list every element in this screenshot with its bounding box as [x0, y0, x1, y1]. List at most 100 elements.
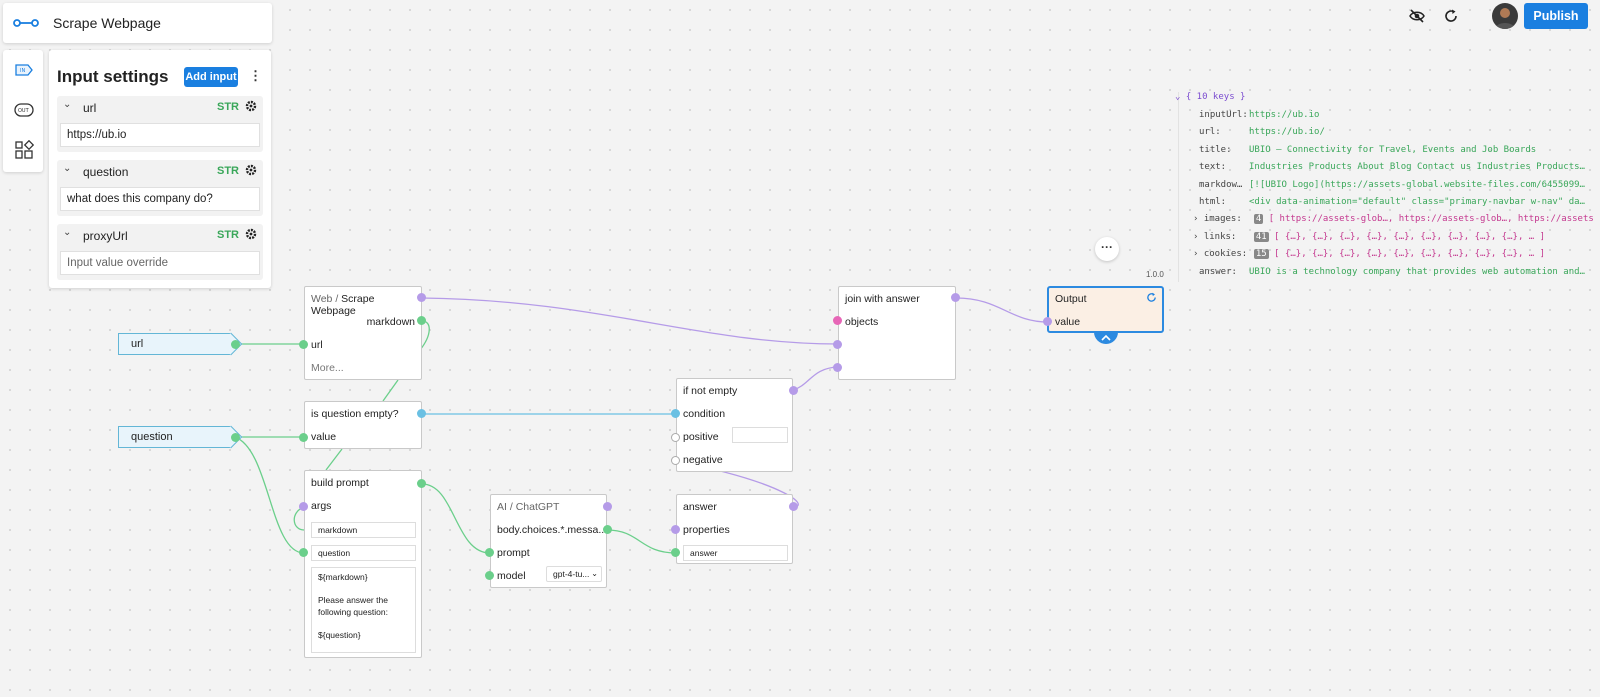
prompt-port[interactable] — [485, 548, 494, 557]
chevron-right-icon: › — [1193, 214, 1204, 224]
arg-markdown-field[interactable]: markdown — [311, 522, 416, 538]
if-output-port[interactable] — [789, 386, 798, 395]
input-tab-icon[interactable]: IN — [14, 60, 34, 80]
json-row-expandable[interactable]: › images:4 [ https://assets-glob…, https… — [1193, 214, 1594, 224]
svg-text:OUT: OUT — [18, 108, 30, 114]
refresh-icon[interactable] — [1443, 8, 1459, 24]
param-node-question[interactable]: question — [118, 425, 243, 449]
input-value-field[interactable]: what does this company do? — [60, 187, 260, 211]
input-row-url: ⌄ url STR https://ub.io — [57, 96, 263, 152]
condition-port[interactable] — [671, 409, 680, 418]
param-label: url — [131, 338, 144, 350]
input-value: value — [1055, 316, 1081, 328]
json-row-expandable[interactable]: › links:41 [ {…}, {…}, {…}, {…}, {…}, {…… — [1193, 232, 1546, 242]
input-name: url — [83, 101, 97, 115]
gear-icon[interactable] — [245, 100, 257, 112]
positive-value-field[interactable] — [732, 427, 788, 443]
output-value-port[interactable] — [1043, 317, 1052, 326]
is-empty-output-port[interactable] — [417, 409, 426, 418]
scrape-output-port[interactable] — [417, 293, 426, 302]
svg-text:IN: IN — [20, 68, 25, 74]
node-title: Output — [1055, 293, 1087, 305]
positive-port[interactable] — [671, 433, 680, 442]
template-line: ${question} — [318, 629, 361, 640]
objects-item-port[interactable] — [833, 363, 842, 372]
properties-port[interactable] — [671, 525, 680, 534]
modules-tab-icon[interactable] — [14, 140, 34, 160]
more-link[interactable]: More... — [311, 362, 344, 374]
choices-port[interactable] — [603, 525, 612, 534]
collapse-toggle[interactable] — [1094, 332, 1118, 344]
property-answer-field[interactable]: answer — [683, 545, 788, 561]
chevron-down-icon[interactable]: ⌄ — [63, 163, 72, 174]
hide-eye-icon[interactable] — [1409, 8, 1425, 24]
build-output-port[interactable] — [417, 479, 426, 488]
input-value-override-field[interactable]: Input value override — [60, 251, 260, 275]
input-name: question — [83, 165, 129, 179]
arg-question-field[interactable]: question — [311, 545, 416, 561]
is-empty-value-port[interactable] — [299, 433, 308, 442]
node-answer[interactable]: answer properties answer — [676, 494, 793, 564]
model-port[interactable] — [485, 571, 494, 580]
param-node-url[interactable]: url — [118, 332, 243, 356]
node-more-button[interactable]: ··· — [1095, 237, 1119, 261]
node-title: join with answer — [845, 293, 920, 305]
negative-port[interactable] — [671, 456, 680, 465]
node-is-question-empty[interactable]: is question empty? value — [304, 401, 422, 449]
join-output-port[interactable] — [951, 293, 960, 302]
chevron-right-icon: › — [1193, 232, 1204, 242]
prompt-template-textarea[interactable]: ${markdown} Please answer the following … — [311, 567, 416, 653]
node-title: build prompt — [311, 477, 369, 489]
json-summary[interactable]: ⌄ { 10 keys } — [1175, 92, 1246, 102]
node-scrape-webpage[interactable]: Web / Scrape Webpage markdown url More..… — [304, 286, 422, 380]
edge-scrape-to-join — [421, 297, 839, 345]
args-port[interactable] — [299, 502, 308, 511]
node-if-not-empty[interactable]: if not empty condition positive negative — [676, 378, 793, 472]
chevron-up-icon — [1101, 334, 1111, 341]
input-model: model — [497, 570, 526, 582]
url-input-port[interactable] — [299, 340, 308, 349]
question-arg-port[interactable] — [299, 548, 308, 557]
avatar[interactable] — [1492, 3, 1518, 29]
gear-icon[interactable] — [245, 164, 257, 176]
model-select[interactable]: gpt-4-tu... ⌄ — [546, 566, 602, 582]
json-guide-line — [1178, 92, 1179, 282]
template-line: ${markdown} — [318, 572, 368, 582]
input-url: url — [311, 339, 323, 351]
input-type-badge: STR — [217, 229, 239, 241]
input-value-field[interactable]: https://ub.io — [60, 123, 260, 147]
output-markdown: markdown — [366, 316, 415, 328]
publish-button[interactable]: Publish — [1524, 3, 1588, 29]
answer-field-port[interactable] — [671, 548, 680, 557]
edge-scrape-to-build — [382, 379, 399, 402]
node-title: AI / ChatGPT — [497, 501, 560, 513]
edge-question-to-build — [234, 436, 305, 554]
refresh-icon[interactable] — [1146, 292, 1157, 303]
node-join-with-answer[interactable]: join with answer objects — [838, 286, 956, 380]
chevron-down-icon[interactable]: ⌄ — [63, 227, 72, 238]
json-row: answer:UBIO is a technology company that… — [1199, 267, 1585, 277]
output-tab-icon[interactable]: OUT — [14, 100, 34, 120]
edge-chatgpt-to-answer — [606, 529, 677, 554]
json-row-expandable[interactable]: › cookies:15 [ {…}, {…}, {…}, {…}, {…}, … — [1193, 249, 1546, 259]
user-avatar-icon — [1495, 8, 1515, 29]
objects-port[interactable] — [833, 316, 842, 325]
chevron-down-icon[interactable]: ⌄ — [63, 99, 72, 110]
node-chatgpt[interactable]: AI / ChatGPT body.choices.*.messa... pro… — [490, 494, 607, 588]
input-row-proxyurl: ⌄ proxyUrl STR Input value override — [57, 224, 263, 280]
input-negative: negative — [683, 454, 723, 466]
chatgpt-output-port[interactable] — [603, 502, 612, 511]
node-output[interactable]: Output value — [1047, 286, 1164, 333]
answer-output-port[interactable] — [789, 502, 798, 511]
input-row-question: ⌄ question STR what does this company do… — [57, 160, 263, 216]
node-build-prompt[interactable]: build prompt args markdown question ${ma… — [304, 470, 422, 658]
param-url-port[interactable] — [231, 340, 240, 349]
markdown-port[interactable] — [417, 316, 426, 325]
gear-icon[interactable] — [245, 228, 257, 240]
panel-menu-icon[interactable]: ⋮ — [249, 68, 262, 83]
add-input-button[interactable]: Add input — [184, 67, 238, 87]
json-row: text:Industries Products About Blog Cont… — [1199, 162, 1585, 172]
node-title: answer — [683, 501, 717, 513]
param-question-port[interactable] — [231, 433, 240, 442]
objects-item-port[interactable] — [833, 340, 842, 349]
